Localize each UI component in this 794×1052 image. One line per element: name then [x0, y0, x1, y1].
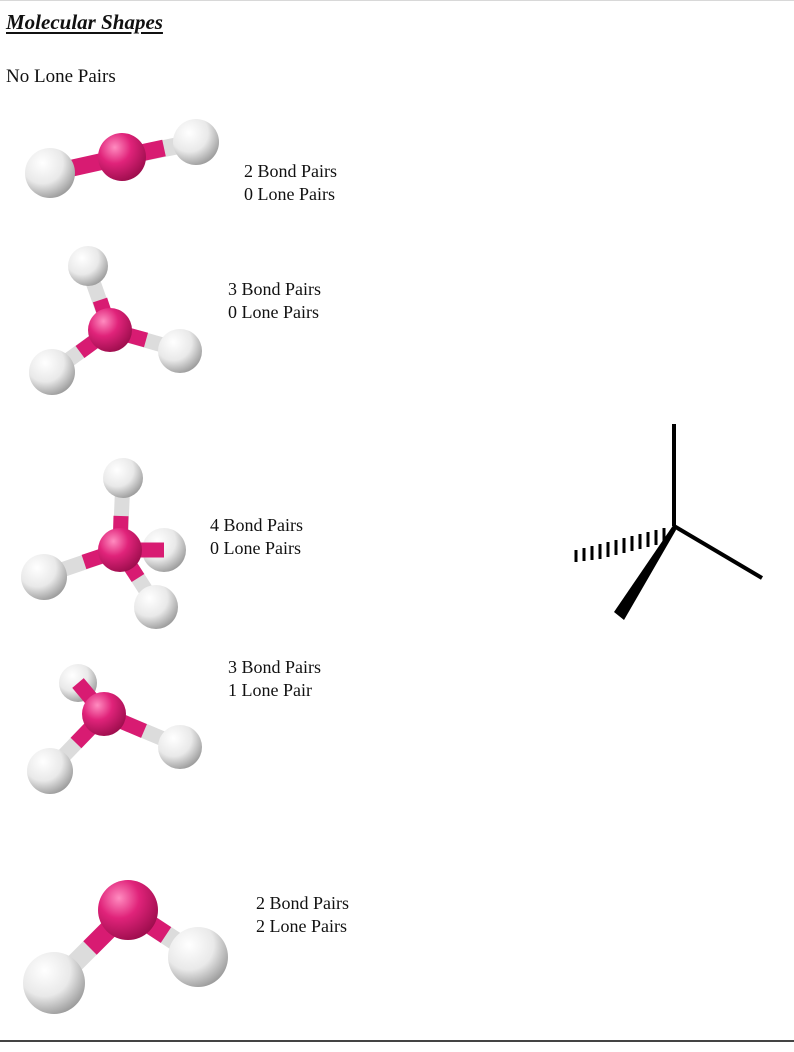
page-title: Molecular Shapes	[6, 10, 163, 34]
tetrahedral-molecule-model	[21, 458, 186, 629]
molecule-3-caption: 4 Bond Pairs 0 Lone Pairs	[210, 514, 303, 560]
lone-pairs-label: 2 Lone Pairs	[256, 916, 347, 936]
section-heading: No Lone Pairs	[6, 66, 116, 87]
lone-pairs-label: 1 Lone Pair	[228, 680, 312, 700]
lone-pairs-label: 0 Lone Pairs	[244, 184, 335, 204]
bond-pairs-label: 3 Bond Pairs	[228, 657, 322, 677]
molecule-4-caption: 3 Bond Pairs 1 Lone Pair	[228, 656, 321, 702]
lone-pairs-label: 0 Lone Pairs	[210, 538, 301, 558]
lone-pairs-label: 0 Lone Pairs	[228, 302, 319, 322]
molecule-2-caption: 3 Bond Pairs 0 Lone Pairs	[228, 278, 321, 324]
trigonal-planar-molecule-model	[29, 246, 202, 395]
molecule-1-caption: 2 Bond Pairs 0 Lone Pairs	[244, 160, 337, 206]
page-top-rule	[0, 0, 794, 1]
bent-molecule-model	[23, 880, 228, 1014]
molecule-5-caption: 2 Bond Pairs 2 Lone Pairs	[256, 892, 349, 938]
linear-molecule-model	[25, 119, 219, 198]
bond-pairs-label: 2 Bond Pairs	[256, 893, 350, 913]
trigonal-pyramidal-molecule-model	[27, 664, 202, 794]
bond-pairs-label: 4 Bond Pairs	[210, 515, 304, 535]
page-bottom-rule	[0, 1040, 794, 1042]
bond-pairs-label: 3 Bond Pairs	[228, 279, 322, 299]
tetrahedral-wedge-dash-diagram	[574, 424, 764, 620]
bond-pairs-label: 2 Bond Pairs	[244, 161, 338, 181]
